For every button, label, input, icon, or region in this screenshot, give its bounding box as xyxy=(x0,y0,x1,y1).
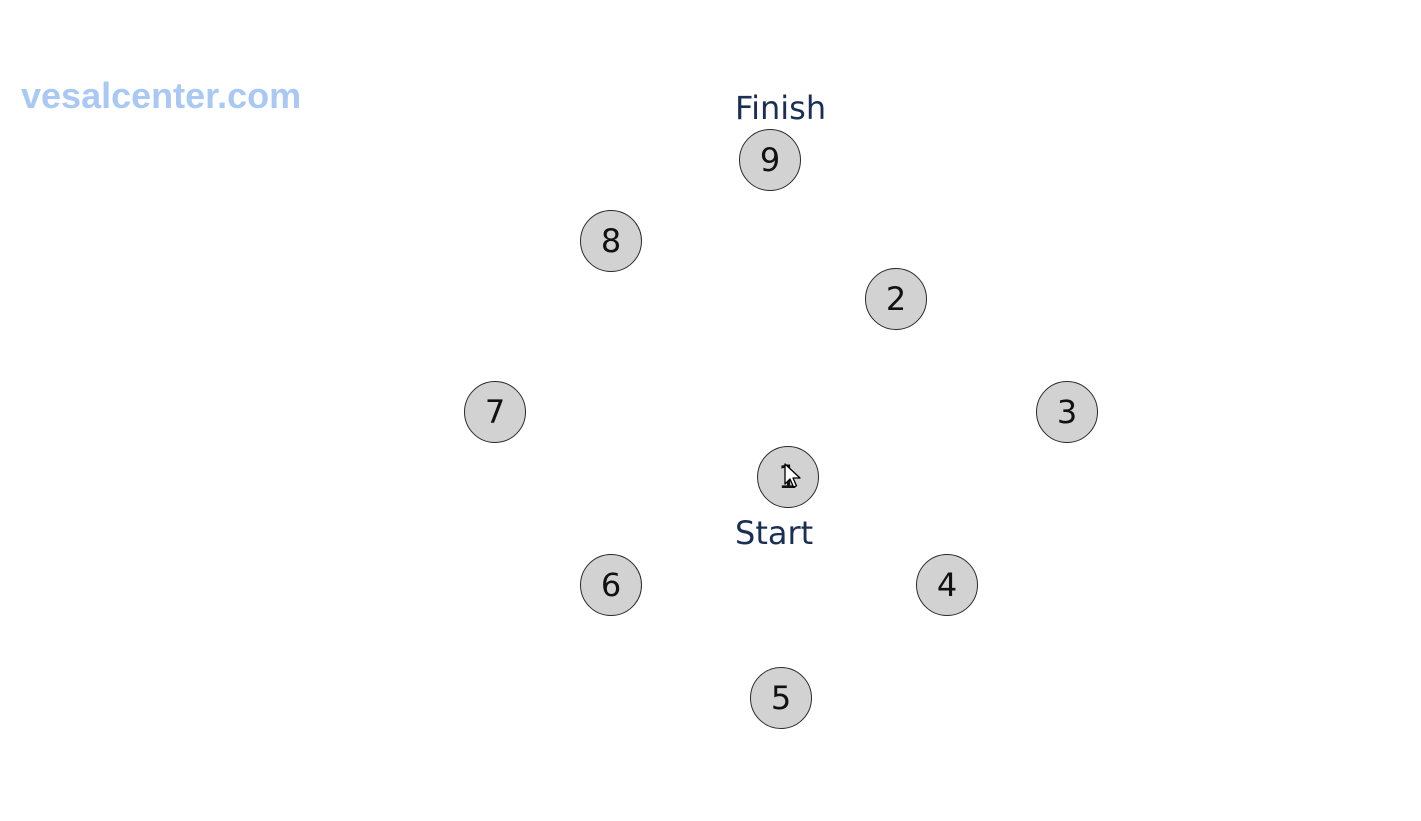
node-3[interactable]: 3 xyxy=(1036,381,1098,443)
node-2-number: 2 xyxy=(885,280,907,318)
node-1[interactable]: 1 xyxy=(757,446,819,508)
watermark-text: vesalcenter.com xyxy=(21,75,302,116)
node-5[interactable]: 5 xyxy=(750,667,812,729)
node-2[interactable]: 2 xyxy=(865,268,927,330)
node-9-number: 9 xyxy=(759,141,781,179)
node-7-number: 7 xyxy=(484,393,506,431)
node-8-number: 8 xyxy=(600,222,622,260)
start-label: Start xyxy=(735,514,814,552)
node-4-number: 4 xyxy=(936,566,958,604)
node-6[interactable]: 6 xyxy=(580,554,642,616)
node-6-number: 6 xyxy=(600,566,622,604)
node-7[interactable]: 7 xyxy=(464,381,526,443)
finish-label: Finish xyxy=(735,89,827,127)
node-1-number: 1 xyxy=(777,458,799,496)
node-9[interactable]: 9 xyxy=(739,129,801,191)
node-8[interactable]: 8 xyxy=(580,210,642,272)
node-3-number: 3 xyxy=(1056,393,1078,431)
node-4[interactable]: 4 xyxy=(916,554,978,616)
node-5-number: 5 xyxy=(770,679,792,717)
